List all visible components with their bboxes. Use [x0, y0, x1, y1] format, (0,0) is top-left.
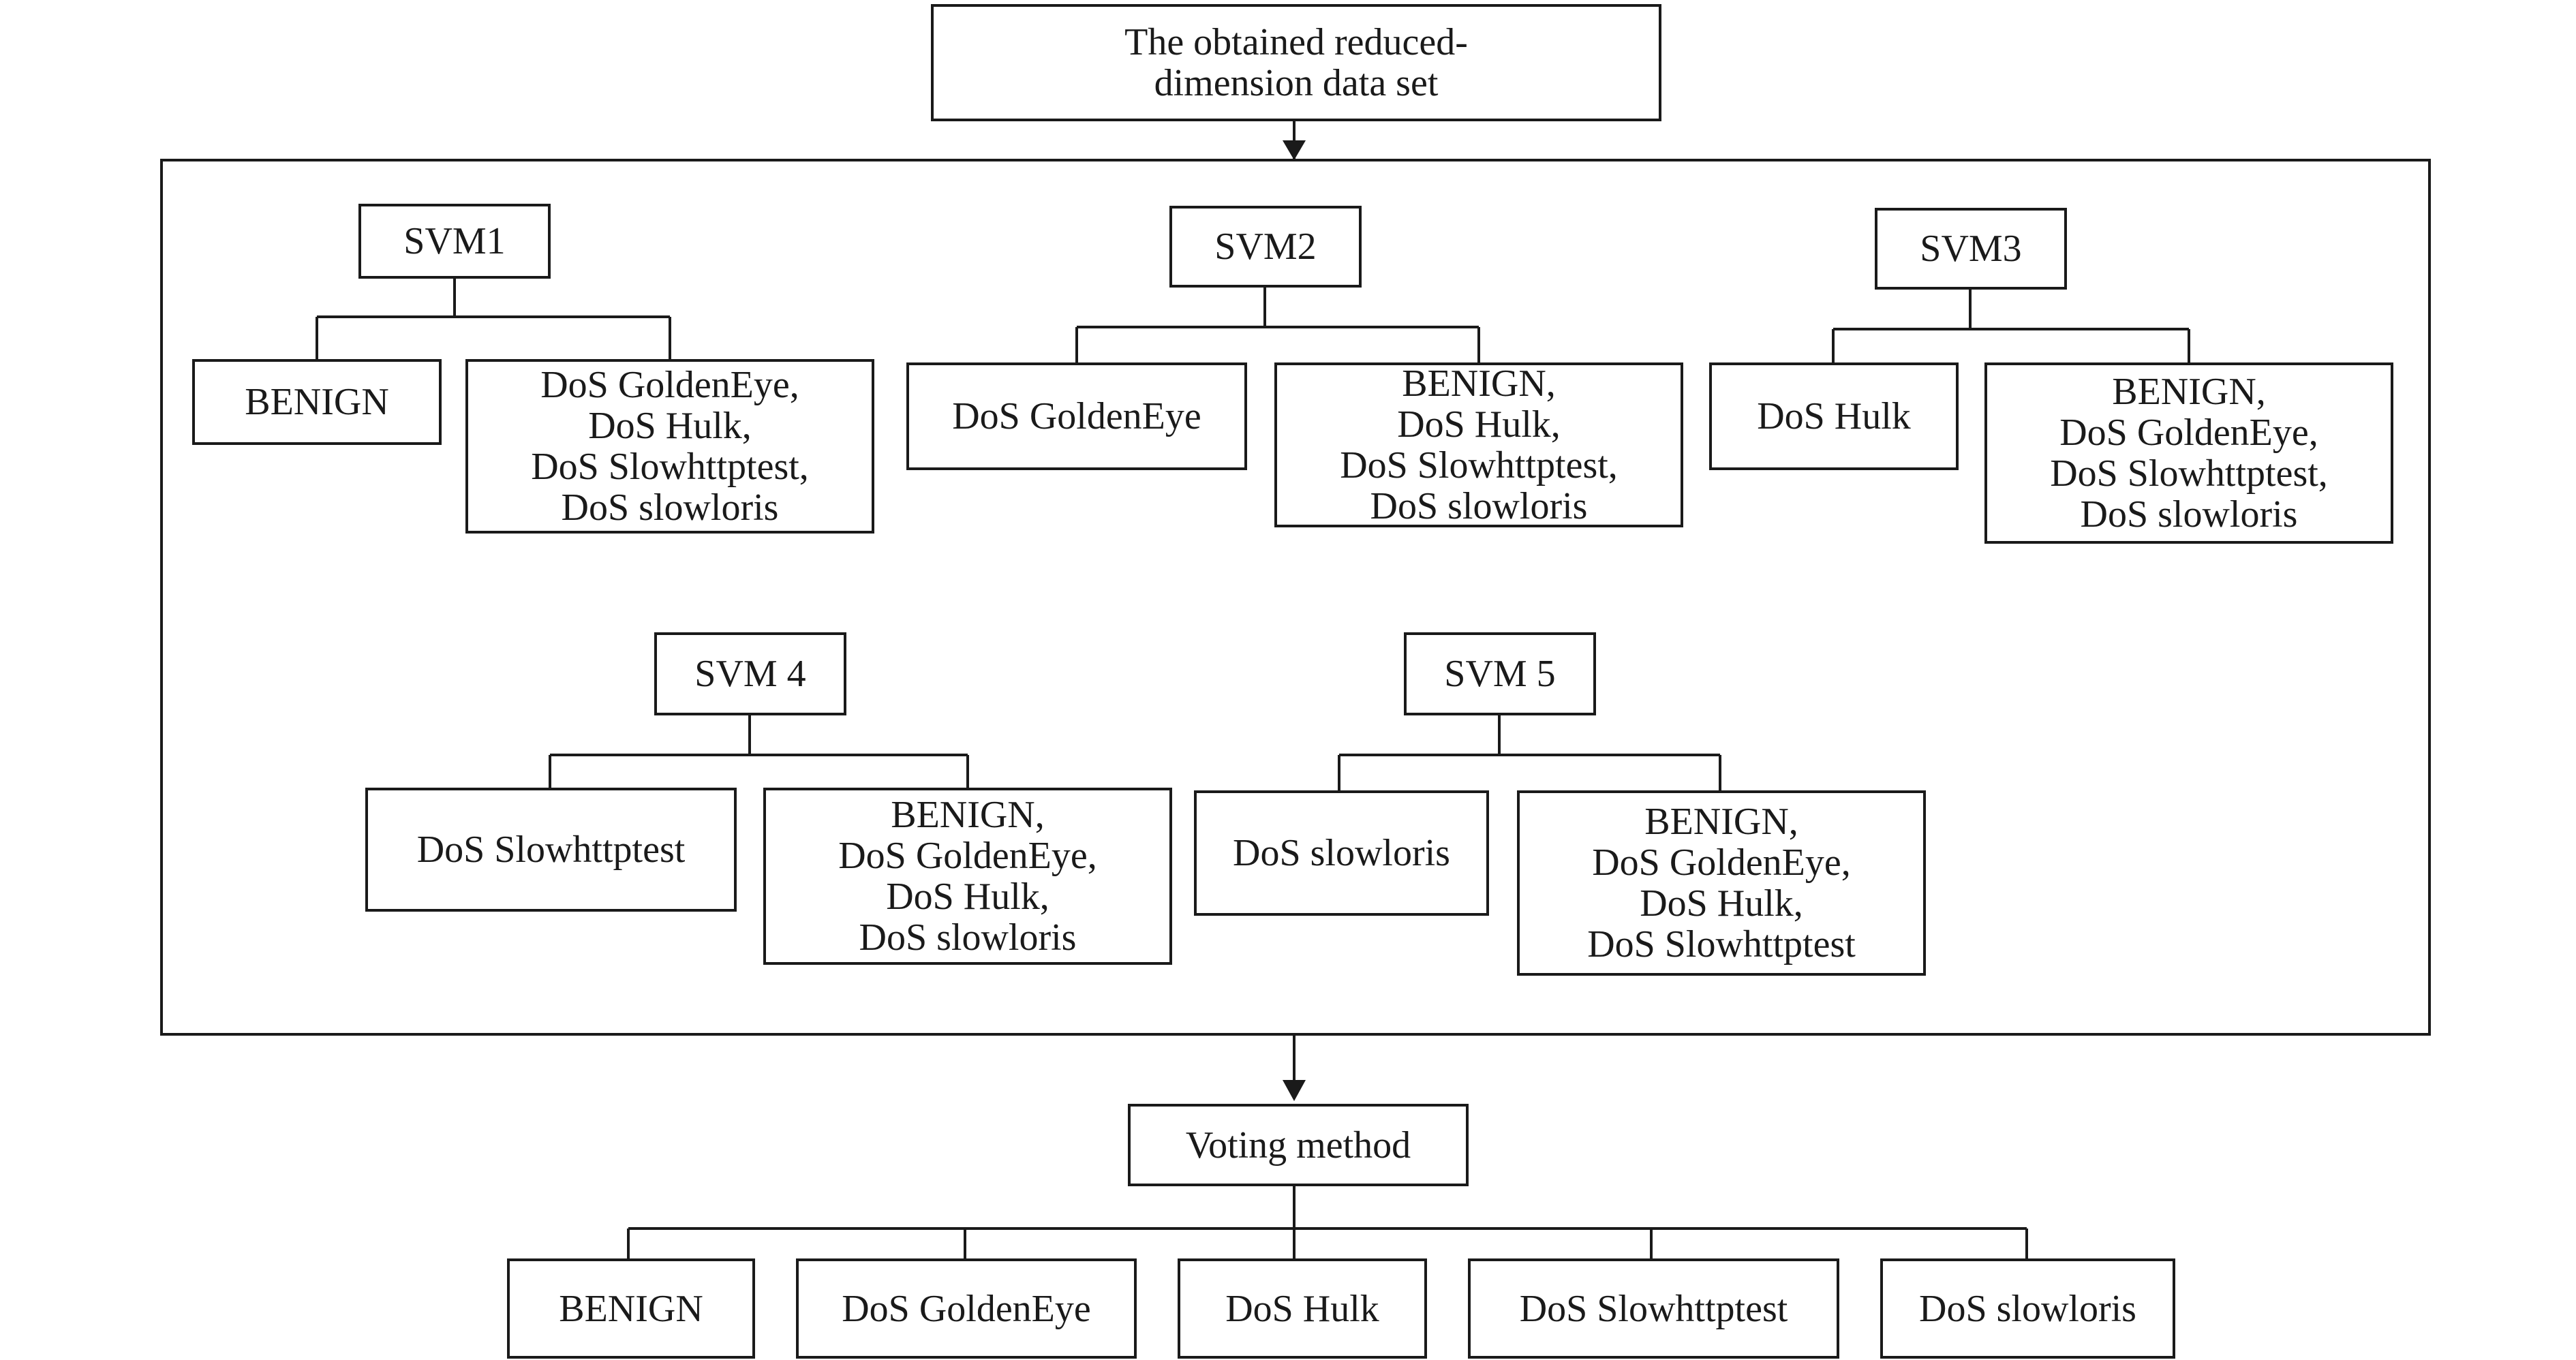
output-class-label: DoS GoldenEye	[842, 1287, 1091, 1330]
svm1-label: SVM1	[403, 220, 506, 262]
svm5-box: SVM 5	[1404, 632, 1596, 715]
input-dataset-line-1: The obtained reduced-	[1124, 21, 1468, 63]
svm4-negative-line: DoS slowloris	[859, 916, 1077, 959]
svm2-label: SVM2	[1214, 226, 1317, 268]
svm5-negative-line: DoS Hulk,	[1640, 882, 1803, 925]
svm4-positive-box: DoS Slowhttptest	[365, 788, 737, 912]
svm4-positive-label: DoS Slowhttptest	[416, 829, 686, 871]
svm3-negative-line: BENIGN,	[2112, 371, 2266, 413]
output-class-box: DoS Hulk	[1178, 1258, 1427, 1359]
svm3-negative-box: BENIGN, DoS GoldenEye, DoS Slowhttptest,…	[1984, 362, 2393, 544]
svm1-positive-label: BENIGN	[245, 381, 389, 423]
voting-method-label: Voting method	[1185, 1124, 1411, 1166]
svm1-negative-line: DoS Slowhttptest,	[531, 446, 809, 488]
svm5-positive-label: DoS slowloris	[1233, 832, 1450, 874]
output-class-box: DoS Slowhttptest	[1468, 1258, 1839, 1359]
output-class-box: DoS slowloris	[1880, 1258, 2175, 1359]
svm5-negative-line: DoS Slowhttptest	[1587, 923, 1856, 965]
svm4-negative-line: DoS Hulk,	[886, 876, 1049, 918]
svm2-negative-box: BENIGN, DoS Hulk, DoS Slowhttptest, DoS …	[1274, 362, 1683, 527]
output-class-label: DoS Slowhttptest	[1519, 1287, 1788, 1330]
output-class-label: BENIGN	[559, 1287, 703, 1330]
svm5-label: SVM 5	[1444, 653, 1556, 695]
svm3-negative-line: DoS Slowhttptest,	[2050, 452, 2328, 495]
svm2-connector	[1075, 288, 1480, 362]
svm2-negative-line: DoS slowloris	[1370, 485, 1588, 527]
svm2-positive-label: DoS GoldenEye	[952, 395, 1201, 437]
svm2-positive-box: DoS GoldenEye	[906, 362, 1247, 470]
svm5-connector	[1338, 714, 1721, 790]
svm4-negative-line: BENIGN,	[891, 794, 1045, 836]
svm1-box: SVM1	[358, 204, 551, 279]
svm1-positive-box: BENIGN	[192, 359, 442, 445]
svm4-box: SVM 4	[654, 632, 846, 715]
svm1-connector	[316, 277, 671, 359]
svm3-box: SVM3	[1875, 208, 2067, 290]
svm2-negative-line: DoS Hulk,	[1397, 403, 1561, 446]
arrowhead-input-to-ensemble	[1283, 140, 1306, 160]
svm2-negative-line: BENIGN,	[1402, 362, 1556, 405]
svm5-negative-line: BENIGN,	[1644, 801, 1798, 843]
svm3-label: SVM3	[1920, 228, 2022, 270]
arrowhead-ensemble-to-voting	[1283, 1080, 1306, 1101]
svm3-positive-box: DoS Hulk	[1709, 362, 1959, 470]
svm2-negative-line: DoS Slowhttptest,	[1340, 444, 1618, 486]
output-class-box: BENIGN	[507, 1258, 755, 1359]
output-class-box: DoS GoldenEye	[796, 1258, 1137, 1359]
input-dataset-line-2: dimension data set	[1154, 62, 1439, 104]
svm5-negative-line: DoS GoldenEye,	[1592, 841, 1851, 884]
svm3-negative-line: DoS GoldenEye,	[2059, 412, 2318, 454]
svm2-box: SVM2	[1169, 206, 1362, 288]
output-class-label: DoS Hulk	[1225, 1287, 1379, 1330]
svm4-negative-line: DoS GoldenEye,	[838, 835, 1097, 877]
svm5-negative-box: BENIGN, DoS GoldenEye, DoS Hulk, DoS Slo…	[1517, 790, 1926, 976]
svm1-negative-line: DoS Hulk,	[588, 405, 752, 447]
svm4-connector	[549, 714, 969, 788]
svm4-negative-box: BENIGN, DoS GoldenEye, DoS Hulk, DoS slo…	[763, 788, 1172, 965]
svm5-positive-box: DoS slowloris	[1194, 790, 1489, 916]
svm3-connector	[1832, 290, 2190, 362]
svm3-positive-label: DoS Hulk	[1757, 395, 1911, 437]
voting-connector	[627, 1186, 2028, 1258]
svm4-label: SVM 4	[694, 653, 806, 695]
input-dataset-box: The obtained reduced- dimension data set	[931, 4, 1661, 121]
output-class-label: DoS slowloris	[1919, 1287, 2136, 1330]
svm1-negative-box: DoS GoldenEye, DoS Hulk, DoS Slowhttptes…	[465, 359, 874, 534]
svm3-negative-line: DoS slowloris	[2080, 493, 2298, 536]
voting-method-box: Voting method	[1128, 1104, 1469, 1186]
svm1-negative-line: DoS slowloris	[561, 486, 779, 529]
svm1-negative-line: DoS GoldenEye,	[540, 364, 799, 406]
